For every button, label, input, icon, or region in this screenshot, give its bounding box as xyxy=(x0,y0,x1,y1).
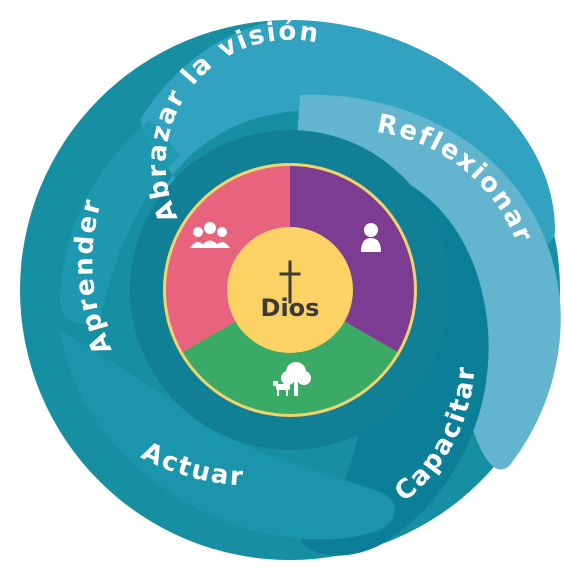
people-group-icon xyxy=(190,222,230,248)
person-icon xyxy=(361,223,381,252)
cross-icon xyxy=(279,260,301,304)
band-actuar xyxy=(60,330,395,540)
band-aprender xyxy=(60,120,180,324)
tree-and-animal-icon xyxy=(273,362,311,396)
center-label: Dios xyxy=(261,294,320,322)
